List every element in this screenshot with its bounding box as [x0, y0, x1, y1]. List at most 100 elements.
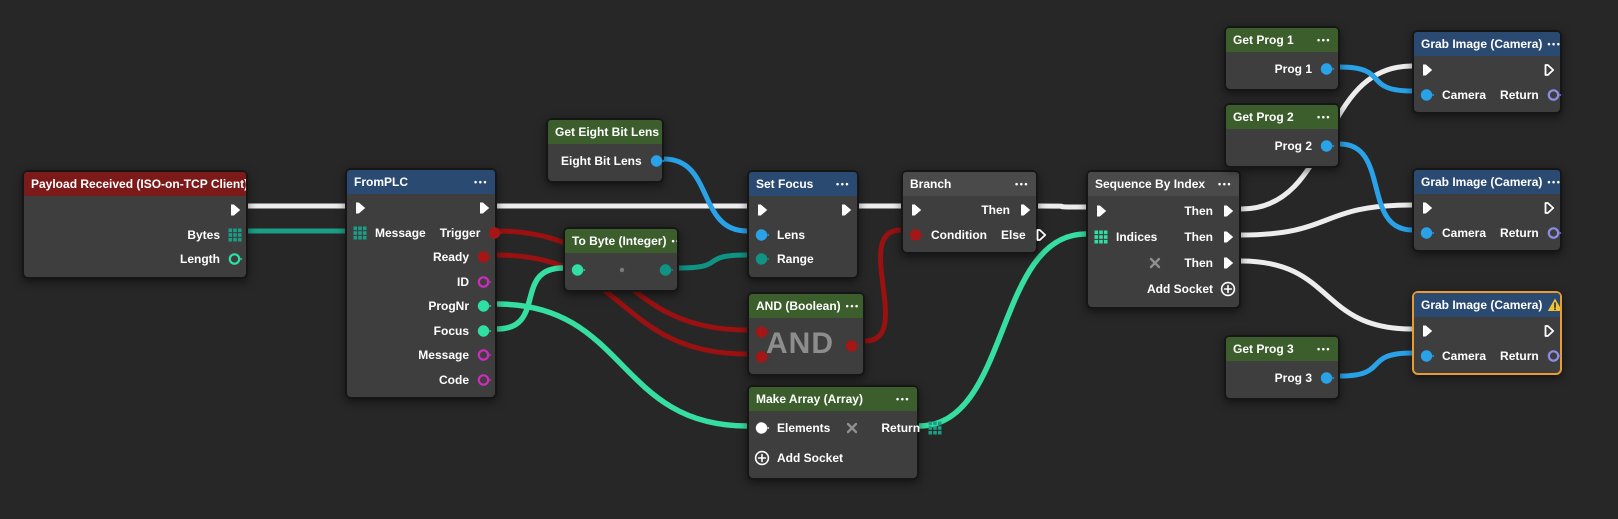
node-row: Length [24, 247, 246, 272]
flow-in-port[interactable] [1419, 200, 1435, 216]
ready-port[interactable] [476, 249, 492, 265]
flow-out-port[interactable] [1541, 62, 1557, 78]
port-label: Code [439, 372, 469, 387]
message-out-port[interactable] [476, 347, 492, 363]
prog-3-port[interactable] [1319, 370, 1335, 386]
wire-branch.then--sequence-by-index.flow-in[interactable] [1035, 203, 1089, 210]
flow-out-port[interactable] [1541, 200, 1557, 216]
and-in-2-port[interactable] [754, 349, 770, 365]
node-get-prog-2[interactable]: Get Prog 2•••Prog 2 [1224, 103, 1340, 168]
node-menu-icon[interactable]: ••• [896, 394, 910, 404]
else-port[interactable] [1033, 227, 1049, 243]
flow-in-port[interactable] [1419, 62, 1435, 78]
flow-out-port[interactable] [227, 202, 243, 218]
condition-port[interactable] [908, 227, 924, 243]
wire-and.out--branch.condition[interactable] [862, 227, 904, 344]
node-menu-icon[interactable]: ••• [671, 236, 677, 246]
add-socket-button[interactable] [754, 450, 770, 466]
trigger-port[interactable] [487, 225, 503, 241]
prog-1-port[interactable] [1319, 61, 1335, 77]
then-2-port[interactable] [1220, 229, 1236, 245]
wire-get-eight-bit-lens.eight-bit-lens--set-focus.lens[interactable] [661, 156, 750, 234]
value-in-port[interactable] [570, 262, 586, 278]
node-menu-icon[interactable]: ••• [1218, 179, 1232, 189]
flow-in-port[interactable] [1093, 203, 1109, 219]
wire-fromplc.prognr--make-array.elements[interactable] [494, 301, 750, 429]
eight-bit-lens-port[interactable] [649, 153, 665, 169]
wire-get-prog-3.prog-3--grab-image-3.camera[interactable] [1337, 350, 1415, 379]
port-label: Elements [777, 421, 831, 435]
elements-port[interactable] [754, 420, 770, 436]
node-title: Grab Image (Camera) [1421, 175, 1543, 189]
node-menu-icon[interactable]: ••• [1547, 39, 1560, 49]
and-in-1-port[interactable] [754, 324, 770, 340]
indices-port[interactable] [1093, 229, 1109, 245]
prog-2-port[interactable] [1319, 138, 1335, 154]
wire-fromplc.focus--to-byte.value-in[interactable] [494, 265, 566, 332]
node-menu-icon[interactable]: ••• [1547, 177, 1560, 187]
then-1-port[interactable] [1220, 203, 1236, 219]
node-get-eight-bit-lens[interactable]: Get Eight Bit Lens•••Eight Bit Lens [546, 118, 665, 183]
remove-socket-icon[interactable] [1147, 255, 1163, 271]
wire-get-prog-2.prog-2--grab-image-2.camera[interactable] [1337, 141, 1415, 233]
camera-port[interactable] [1419, 225, 1435, 241]
node-menu-icon[interactable]: ••• [474, 177, 488, 187]
wire-sequence-by-index.then-3--grab-image-3.flow-in[interactable] [1238, 258, 1415, 332]
wire-get-prog-1.prog-1--grab-image-1.camera[interactable] [1337, 64, 1415, 94]
and-out-port[interactable] [844, 338, 860, 354]
remove-socket-icon[interactable] [844, 420, 860, 436]
node-and[interactable]: AND (Boolean)•••AND [747, 292, 865, 376]
bytes-port[interactable] [227, 227, 243, 243]
focus-port[interactable] [476, 323, 492, 339]
node-get-prog-3[interactable]: Get Prog 3•••Prog 3 [1224, 335, 1340, 400]
wire-make-array.return--sequence-by-index.indices[interactable] [916, 231, 1089, 429]
value-out-port[interactable] [658, 262, 674, 278]
then-port[interactable] [1017, 202, 1033, 218]
flow-out-port[interactable] [476, 200, 492, 216]
message-in-port[interactable] [352, 225, 368, 241]
add-socket-button[interactable] [1220, 281, 1236, 297]
return-port[interactable] [1546, 87, 1562, 103]
flow-in-port[interactable] [352, 200, 368, 216]
node-row: Prog 2 [1226, 131, 1338, 161]
wire-fromplc.ready--and.in-2[interactable] [494, 252, 750, 357]
port-label: Focus [433, 323, 469, 338]
then-3-port[interactable] [1220, 255, 1236, 271]
code-port[interactable] [476, 372, 492, 388]
node-menu-icon[interactable]: ••• [1317, 112, 1331, 122]
node-menu-icon[interactable]: ••• [1015, 179, 1029, 189]
flow-in-port[interactable] [1419, 323, 1435, 339]
port-label: Prog 1 [1274, 62, 1312, 76]
node-menu-icon[interactable]: ••• [845, 301, 860, 311]
flow-in-port[interactable] [908, 202, 924, 218]
flow-out-port[interactable] [1541, 323, 1557, 339]
wire-to-byte.value-out--set-focus.range[interactable] [676, 252, 750, 271]
return-port[interactable] [1546, 225, 1562, 241]
node-to-byte[interactable]: To Byte (Integer)••• [563, 227, 679, 292]
node-get-prog-1[interactable]: Get Prog 1•••Prog 1 [1224, 26, 1340, 91]
camera-port[interactable] [1419, 348, 1435, 364]
node-payload-received[interactable]: Payload Received (ISO-on-TCP Client)•••B… [22, 170, 248, 279]
node-menu-icon[interactable]: ••• [1317, 35, 1331, 45]
id-port[interactable] [476, 274, 492, 290]
return-port[interactable] [1546, 348, 1562, 364]
camera-port[interactable] [1419, 87, 1435, 103]
lens-port[interactable] [754, 227, 770, 243]
length-port[interactable] [227, 251, 243, 267]
node-menu-icon[interactable]: ••• [836, 179, 850, 189]
flow-in-port[interactable] [754, 202, 770, 218]
node-menu-icon[interactable]: ••• [1317, 344, 1331, 354]
return-port[interactable] [927, 420, 943, 436]
flow-out-port[interactable] [838, 202, 854, 218]
range-port[interactable] [754, 251, 770, 267]
prognr-port[interactable] [476, 298, 492, 314]
